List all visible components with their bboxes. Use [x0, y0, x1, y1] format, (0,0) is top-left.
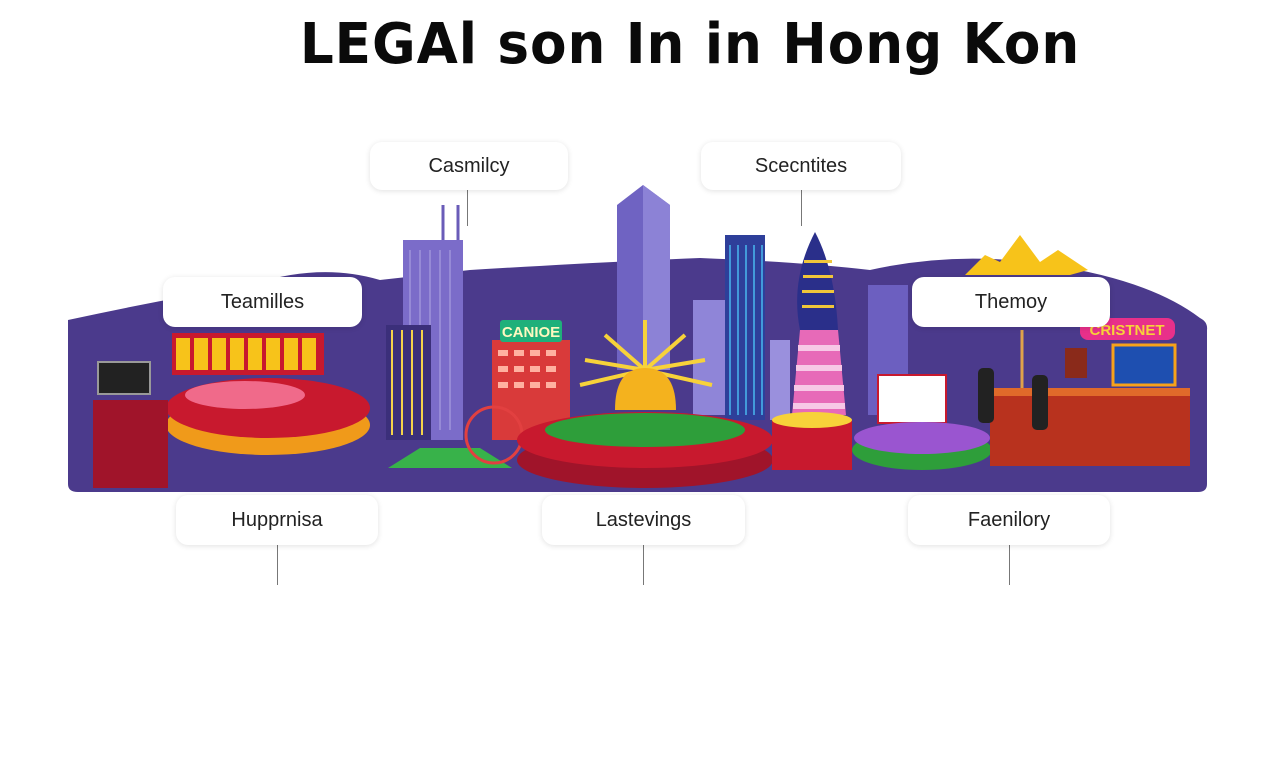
- neon-sign: CRISTNET: [1090, 322, 1165, 339]
- computer-desk: [93, 400, 168, 488]
- bar-stool: [1032, 375, 1048, 430]
- monitor-screen: [1111, 343, 1177, 387]
- connector-line: [801, 190, 802, 226]
- label-scecntites: Scecntites: [701, 142, 901, 190]
- computer-monitor: [97, 361, 151, 395]
- tower-pink-striped: [792, 330, 846, 415]
- pool-table: [854, 422, 990, 454]
- tower-gold-lights: [386, 325, 431, 440]
- tower-twisted: [797, 232, 838, 330]
- casino-building-sign: CANIOE: [502, 324, 560, 341]
- connector-line: [1009, 545, 1010, 585]
- connector-line: [643, 545, 644, 585]
- casino-table-center: [545, 413, 745, 447]
- connector-line: [467, 190, 468, 226]
- label-casmilcy: Casmilcy: [370, 142, 568, 190]
- label-faenilory: Faenilory: [908, 495, 1110, 545]
- gold-crown: [965, 235, 1088, 275]
- label-hupprnisa: Hupprnisa: [176, 495, 378, 545]
- label-themoy: Themoy: [912, 277, 1110, 327]
- label-lastevings: Lastevings: [542, 495, 745, 545]
- bar-stool: [978, 368, 994, 423]
- tower-blue-lights: [725, 235, 765, 420]
- page-title: LEGAl son In in Hong Kon: [299, 12, 1081, 77]
- connector-line: [277, 545, 278, 585]
- casino-bar-counter: [990, 388, 1190, 466]
- number-board: [877, 374, 947, 424]
- label-teamilles: Teamilles: [163, 277, 362, 327]
